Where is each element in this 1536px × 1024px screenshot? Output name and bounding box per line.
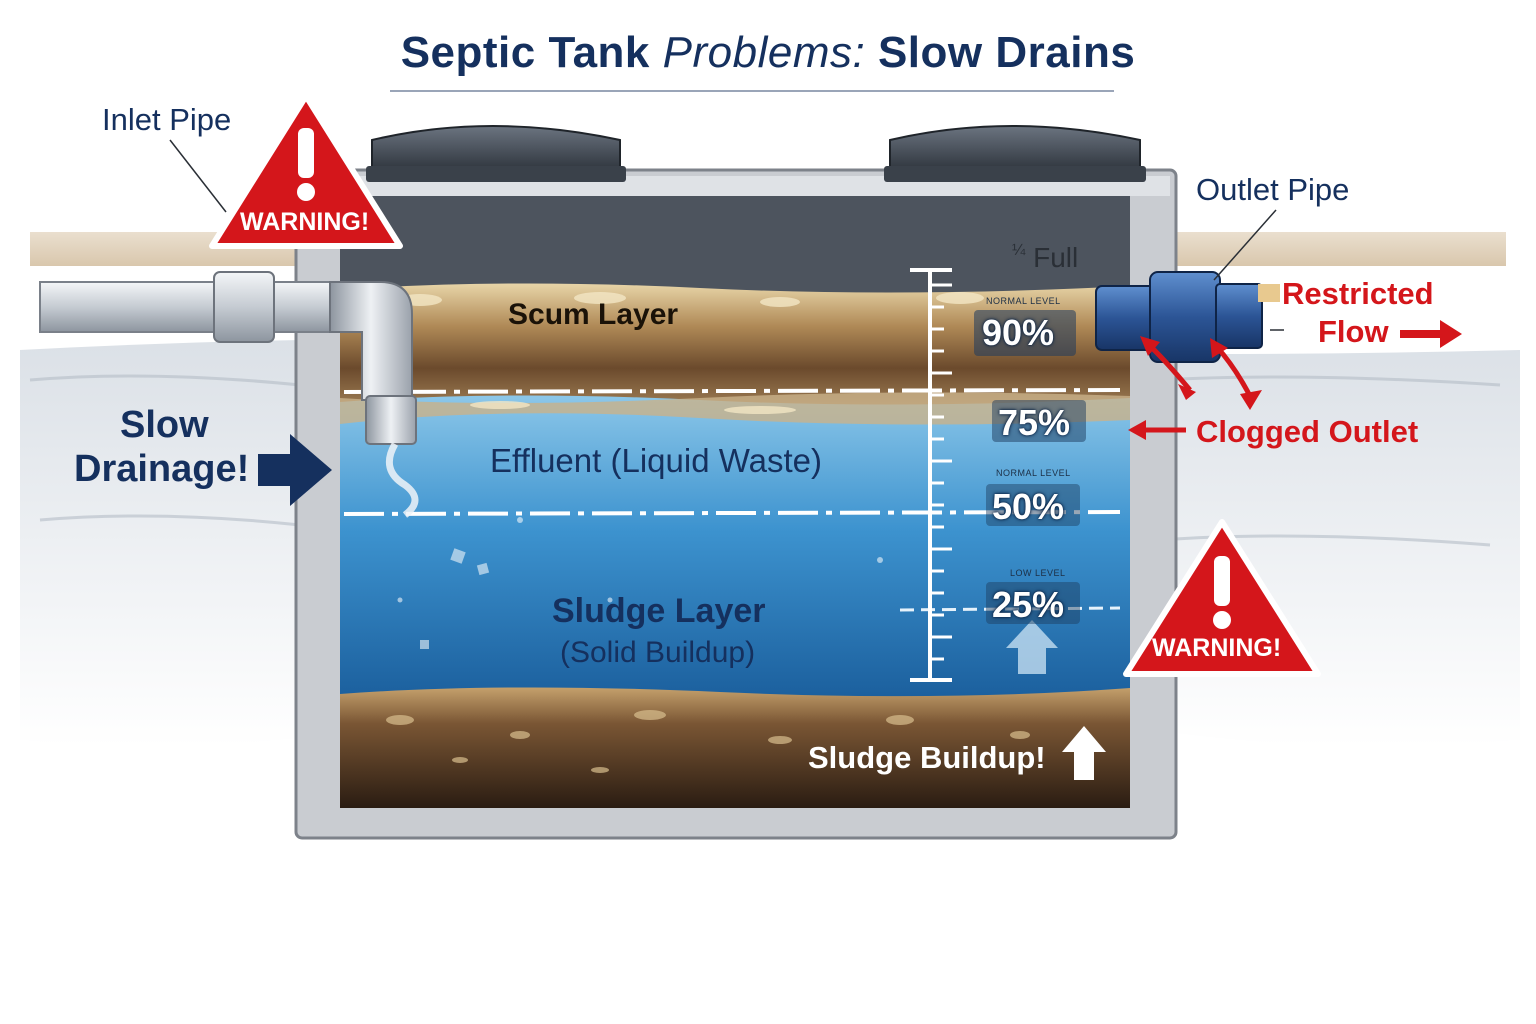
title-part-1: Septic Tank: [400, 28, 650, 77]
warning-triangle-icon: [1123, 519, 1321, 677]
level-line-25: [899, 606, 1121, 612]
title-part-3: Slow Drains: [877, 28, 1136, 77]
inlet-leader: [169, 139, 227, 213]
normal-level-a: NORMAL LEVEL: [986, 296, 1061, 306]
level-line-50: [343, 510, 1121, 516]
clogged-outlet-label: Clogged Outlet: [1196, 414, 1419, 449]
title-part-2: Problems:: [662, 28, 866, 77]
outlet-leader: [1213, 209, 1277, 281]
ground-texture: [29, 374, 1501, 547]
outlet-pipe-graphic: [1095, 271, 1280, 363]
sludge-buildup-label: Sludge Buildup!: [808, 740, 1046, 775]
water-particles: [397, 517, 883, 649]
level-75: 75%: [998, 402, 1071, 443]
arrowheads: [1128, 336, 1262, 440]
title-underline: [390, 90, 1114, 92]
level-line-75: [343, 388, 1121, 394]
full-mark-label: ¼ Full: [1012, 242, 1079, 273]
level-50: 50%: [992, 486, 1065, 527]
warning-triangle-icon: [209, 93, 403, 249]
low-level: LOW LEVEL: [1010, 568, 1066, 578]
normal-level-b: NORMAL LEVEL: [996, 468, 1071, 478]
page-title: Septic Tank Problems: Slow Drains: [0, 28, 1536, 78]
lid-left: [366, 125, 626, 182]
scum-layer-label: Scum Layer: [508, 298, 679, 331]
restricted-flow-line1: Restricted: [1282, 276, 1434, 311]
sludge-bottom: [340, 687, 1130, 808]
sludge-speckles: [386, 710, 1030, 773]
level-25: 25%: [992, 584, 1065, 625]
pct-box-50: [986, 484, 1080, 526]
slow-drainage-line1: Slow: [120, 404, 209, 446]
arrow-right-icon: [1400, 320, 1462, 348]
pct-box-75: [992, 400, 1086, 442]
full-mark-text: Full: [1033, 242, 1079, 273]
slow-drainage-line2: Drainage!: [74, 448, 250, 490]
pct-box-25: [986, 582, 1080, 624]
arrow-up-icon: [1006, 620, 1058, 674]
inlet-pipe-label: Inlet Pipe: [102, 102, 232, 137]
warning-label-bottom: WARNING!: [1152, 634, 1282, 662]
arrow-right-icon: [258, 434, 332, 506]
arrow-up-icon: [1062, 726, 1106, 780]
sludge-layer-label: Sludge Layer: [552, 592, 766, 630]
restricted-flow-line2: Flow: [1318, 314, 1389, 349]
inlet-pipe-graphic: [39, 271, 419, 518]
sludge-sub-label: (Solid Buildup): [560, 636, 756, 669]
pct-box-90: [974, 310, 1076, 356]
lid-right: [884, 125, 1146, 182]
level-ruler: [910, 268, 952, 682]
effluent-label: Effluent (Liquid Waste): [490, 442, 822, 479]
warning-label-top: WARNING!: [240, 208, 370, 236]
outlet-pipe-label: Outlet Pipe: [1196, 172, 1350, 207]
level-90: 90%: [982, 312, 1055, 353]
